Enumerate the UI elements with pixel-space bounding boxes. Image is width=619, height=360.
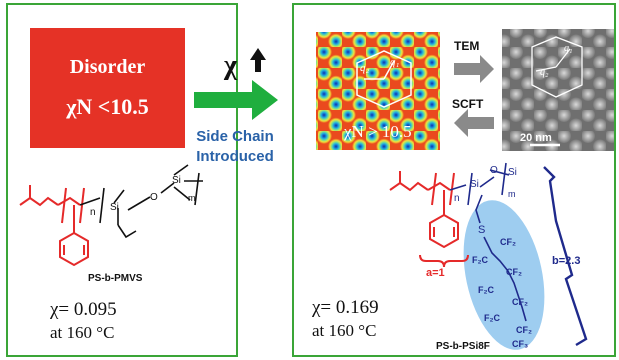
scft-arrow-icon (454, 109, 494, 137)
fluoro-highlight (463, 200, 545, 350)
si8f-side-chain (449, 162, 588, 347)
temperature-right: at 160 °C (312, 321, 377, 340)
cf2-label-1: CF₂ (500, 237, 516, 247)
ps-backbone-right (389, 171, 469, 268)
pmvs-backbone (79, 164, 203, 239)
o-label-left: O (150, 192, 158, 203)
disorder-title: Disorder (69, 56, 146, 78)
si-label-left: Si (110, 202, 119, 213)
subscript-m-right: m (508, 189, 516, 199)
right-panel-art: Si n O Si m S q₂ q₁ q₁ q₂ χN > 10.5 20 n… (316, 29, 614, 350)
si-label-right: Si (470, 179, 479, 190)
cf2-label-3: CF₂ (512, 297, 528, 307)
f2c-label-2: F₂C (478, 285, 494, 295)
big-green-arrow-icon (194, 80, 278, 120)
q2-label-tem: q₂ (540, 67, 549, 78)
chi-value-left: χ= 0.095 (50, 299, 117, 320)
tem-hexagon (531, 36, 583, 98)
pmvs-structure: n Si O Si m (19, 164, 203, 267)
o-label-right: O (490, 165, 498, 176)
f2c-label-3: F₂C (484, 313, 500, 323)
scft-label: SCFT (452, 97, 484, 111)
scft-hexagon (356, 50, 412, 108)
cf3-label: CF₃ (512, 339, 529, 349)
si2-label-right: Si (508, 167, 517, 178)
s-label: S (478, 224, 485, 236)
tem-label: TEM (454, 39, 480, 53)
map-label: χN > 10.5 (343, 122, 412, 141)
subscript-n-right: n (454, 193, 460, 204)
subscript-m-left: m (188, 193, 196, 203)
si2-label-left: Si (172, 175, 181, 186)
right-panel: Si n O Si m S q₂ q₁ q₁ q₂ χN > 10.5 20 n… (292, 3, 616, 357)
q1-label-map: q₁ (390, 56, 400, 68)
q2-label-map: q₂ (360, 62, 370, 74)
disorder-box: Disorder χN <10.5 (30, 28, 185, 148)
subscript-n-left: n (90, 207, 96, 218)
b-label: b=2.3 (552, 255, 581, 267)
tem-image (502, 29, 614, 151)
ps-backbone (19, 185, 89, 267)
a-label: a=1 (426, 267, 445, 279)
disorder-condition: χN <10.5 (66, 94, 149, 119)
chi-up-label: χ (224, 50, 237, 82)
caption-line2: Introduced (196, 148, 274, 165)
chi-value-right: χ= 0.169 (312, 297, 379, 318)
chi-symbol: χ (224, 50, 237, 81)
f2c-label-1: F₂C (472, 255, 488, 265)
polymer-label-left: PS-b-PMVS (88, 273, 143, 284)
temperature-left: at 160 °C (50, 323, 115, 342)
cf2-label-4: CF₂ (516, 325, 532, 335)
scft-density-map (316, 32, 440, 150)
tem-arrow-icon (454, 55, 494, 83)
q1-label-tem: q₁ (564, 43, 572, 54)
caption-line1: Side Chain (196, 128, 274, 145)
chi-up-arrow-icon (250, 48, 266, 72)
polymer-label-right: PS-b-PSi8F (436, 341, 490, 352)
cf2-label-2: CF₂ (506, 267, 522, 277)
left-panel: Disorder χN <10.5 (6, 3, 238, 357)
scale-bar-label: 20 nm (520, 132, 552, 144)
